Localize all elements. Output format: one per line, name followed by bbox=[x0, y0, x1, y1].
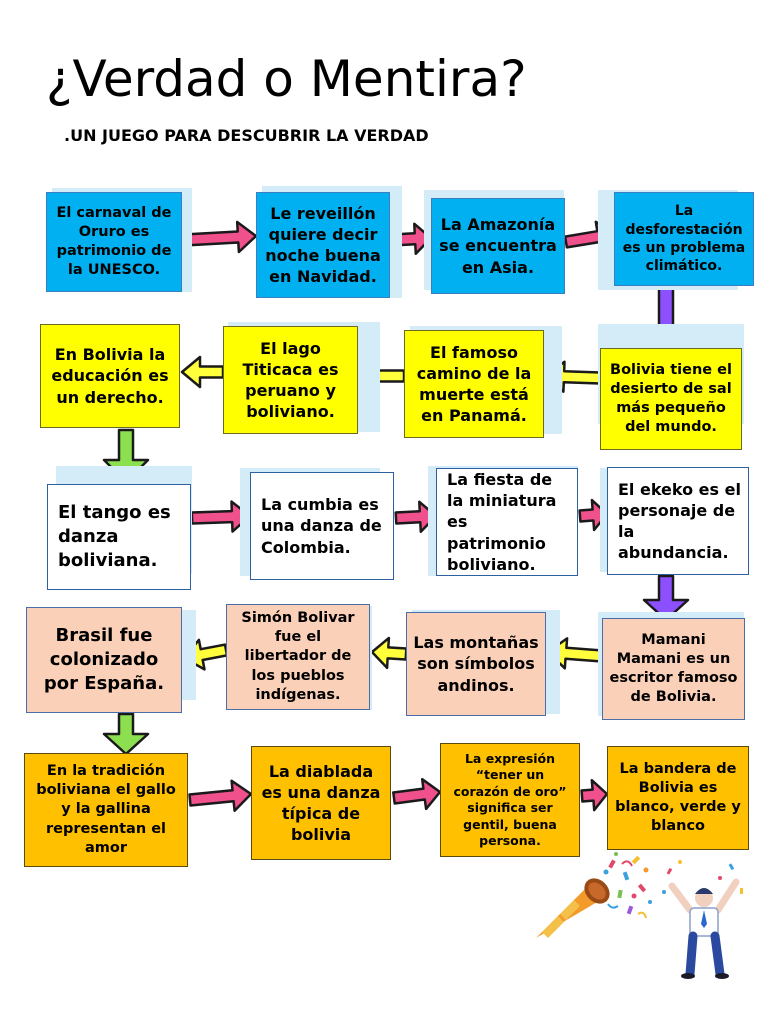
statement-box-montanas: Las montañas son símbolos andinos. bbox=[406, 612, 546, 716]
statement-box-deforestacion: La desforestación es un problema climáti… bbox=[614, 192, 754, 286]
page-subtitle: .UN JUEGO PARA DESCUBRIR LA VERDAD bbox=[64, 126, 429, 145]
pink-arrow-right bbox=[580, 778, 609, 812]
statement-box-amazonia: La Amazonía se encuentra en Asia. bbox=[431, 198, 565, 294]
statement-box-miniatura: La fiesta de la miniatura es patrimonio … bbox=[436, 468, 578, 576]
statement-box-diablada: La diablada es una danza típica de boliv… bbox=[251, 746, 391, 860]
statement-box-mamani: Mamani Mamani es un escritor famoso de B… bbox=[602, 618, 745, 720]
pink-arrow-right bbox=[578, 498, 609, 532]
green-arrow-down bbox=[102, 712, 150, 756]
statement-box-bandera: La bandera de Bolivia es blanco, verde y… bbox=[607, 746, 749, 850]
party-popper-icon bbox=[536, 852, 652, 938]
statement-box-reveillon: Le reveillón quiere decir noche buena en… bbox=[256, 192, 390, 298]
pink-arrow-right bbox=[394, 500, 438, 534]
yellow-arrow-left bbox=[180, 355, 225, 389]
page-title: ¿Verdad o Mentira? bbox=[46, 50, 527, 108]
statement-box-camino-muerte: El famoso camino de la muerte está en Pa… bbox=[404, 330, 544, 438]
statement-box-brasil: Brasil fue colonizado por España. bbox=[26, 607, 182, 713]
yellow-arrow-left bbox=[370, 636, 408, 670]
statement-box-ekeko: El ekeko es el personaje de la abundanci… bbox=[607, 467, 749, 575]
celebrating-person-icon bbox=[662, 860, 743, 979]
statement-box-desierto-sal: Bolivia tiene el desierto de sal más peq… bbox=[600, 348, 742, 450]
statement-box-simon-bolivar: Simón Bolivar fue el libertador de los p… bbox=[226, 604, 370, 710]
statement-box-tango: El tango es danza boliviana. bbox=[47, 484, 191, 590]
statement-box-lago-titicaca: El lago Titicaca es peruano y boliviano. bbox=[223, 326, 358, 434]
statement-box-cumbia: La cumbia es una danza de Colombia. bbox=[250, 472, 394, 580]
statement-box-carnaval-oruro: El carnaval de Oruro es patrimonio de la… bbox=[46, 192, 182, 292]
statement-box-corazon-oro: La expresión “tener un corazón de oro” s… bbox=[440, 743, 580, 857]
pink-arrow-right bbox=[392, 777, 442, 811]
purple-arrow-down bbox=[642, 574, 690, 622]
pink-arrow-right bbox=[182, 220, 258, 254]
statement-box-educacion: En Bolivia la educación es un derecho. bbox=[40, 324, 180, 428]
statement-box-gallo-gallina: En la tradición boliviana el gallo y la … bbox=[24, 753, 188, 867]
pink-arrow-right bbox=[188, 779, 253, 812]
